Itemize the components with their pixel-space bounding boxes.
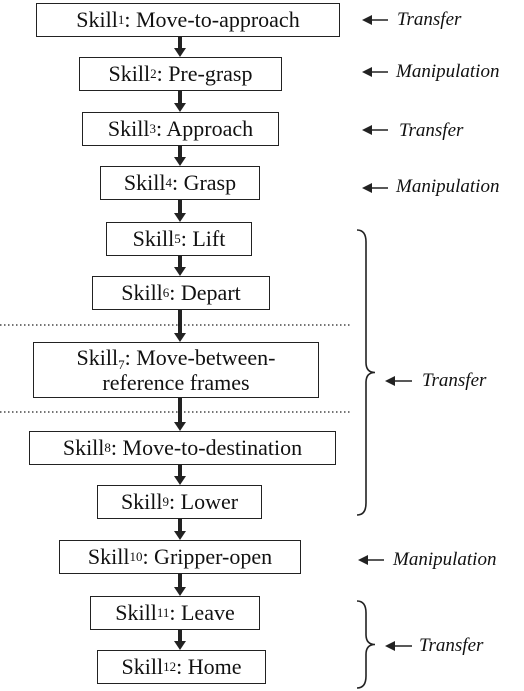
category-label-transfer-2: Transfer — [399, 120, 464, 141]
side-arrow-head-3 — [362, 125, 372, 135]
skill-9-label: : Lower — [169, 489, 239, 515]
skill-3-name: Skill — [107, 116, 150, 142]
category-label-transfer-4: Transfer — [419, 635, 484, 656]
skill-10-index: 10 — [129, 549, 143, 565]
side-arrow-head-4 — [362, 183, 372, 193]
category-label-manipulation-2: Manipulation — [396, 176, 500, 197]
skill-7-index: 7 — [118, 356, 125, 372]
skill-4-name: Skill — [123, 170, 166, 196]
skill-1-label: : Move-to-approach — [124, 7, 300, 33]
skill-3-index: 3 — [149, 121, 156, 137]
skill-4-label: : Grasp — [171, 170, 237, 196]
side-arrow-head-7 — [385, 641, 395, 651]
skill-8-name: Skill — [62, 435, 105, 461]
skill-2-label: : Pre-grasp — [156, 61, 253, 87]
side-arrow-head-5 — [385, 376, 395, 386]
skill-8-label: : Move-to-destination — [110, 435, 303, 461]
flow-arrow-head-2 — [174, 103, 186, 112]
flow-arrow-head-9 — [174, 531, 186, 540]
flow-arrow-head-10 — [174, 587, 186, 596]
skill-box-7: Skill7: Move-between- reference frames — [33, 342, 319, 398]
side-arrow-head-1 — [362, 15, 372, 25]
skill-1-index: 1 — [117, 12, 125, 28]
flow-arrow-head-1 — [174, 48, 186, 57]
flow-arrow-head-6 — [174, 333, 186, 342]
skill-5-name: Skill — [132, 226, 175, 252]
skill-8-index: 8 — [104, 440, 111, 456]
category-label-transfer-1: Transfer — [397, 9, 462, 30]
skill-11-name: Skill — [115, 600, 157, 626]
skill-12-name: Skill — [121, 654, 164, 680]
skill-6-name: Skill — [121, 280, 163, 306]
skill-7-name: Skill — [76, 344, 119, 370]
flow-arrow-head-5 — [174, 267, 186, 276]
skill-12-label: : Home — [176, 654, 242, 680]
side-arrow-head-6 — [358, 555, 368, 565]
skill-5-label: : Lift — [180, 226, 226, 252]
skill-10-name: Skill — [87, 544, 130, 570]
flow-arrow-head-7 — [174, 422, 186, 431]
brace-transfer-group-1 — [356, 229, 376, 516]
skill-2-index: 2 — [150, 66, 157, 82]
side-arrow-head-2 — [362, 67, 372, 77]
flow-arrow-head-3 — [174, 157, 186, 166]
category-label-manipulation-3: Manipulation — [393, 549, 497, 570]
category-label-manipulation-1: Manipulation — [396, 61, 500, 82]
flow-arrow-head-11 — [174, 641, 186, 650]
skill-7-label-line-2: reference frames — [102, 370, 250, 396]
skill-9-index: 9 — [162, 494, 170, 510]
skill-10-label: : Gripper-open — [142, 544, 273, 570]
skill-7-line-1: Skill7: Move-between- — [77, 346, 276, 372]
skill-1-name: Skill — [76, 7, 118, 33]
skill-11-index: 11 — [156, 605, 170, 621]
flow-arrow-head-8 — [174, 476, 186, 485]
skill-9-name: Skill — [120, 489, 163, 515]
skill-7-label: : Move-between- — [124, 344, 276, 370]
flow-arrow-head-4 — [174, 213, 186, 222]
skill-11-label: : Leave — [169, 600, 235, 626]
category-label-transfer-3: Transfer — [422, 370, 487, 391]
skill-12-index: 12 — [163, 659, 177, 675]
skill-6-index: 6 — [162, 285, 170, 301]
skill-3-label: : Approach — [155, 116, 254, 142]
skill-4-index: 4 — [165, 175, 172, 191]
skill-5-index: 5 — [174, 231, 181, 247]
skill-2-name: Skill — [108, 61, 151, 87]
skill-6-label: : Depart — [169, 280, 241, 306]
brace-transfer-group-2 — [356, 600, 376, 689]
